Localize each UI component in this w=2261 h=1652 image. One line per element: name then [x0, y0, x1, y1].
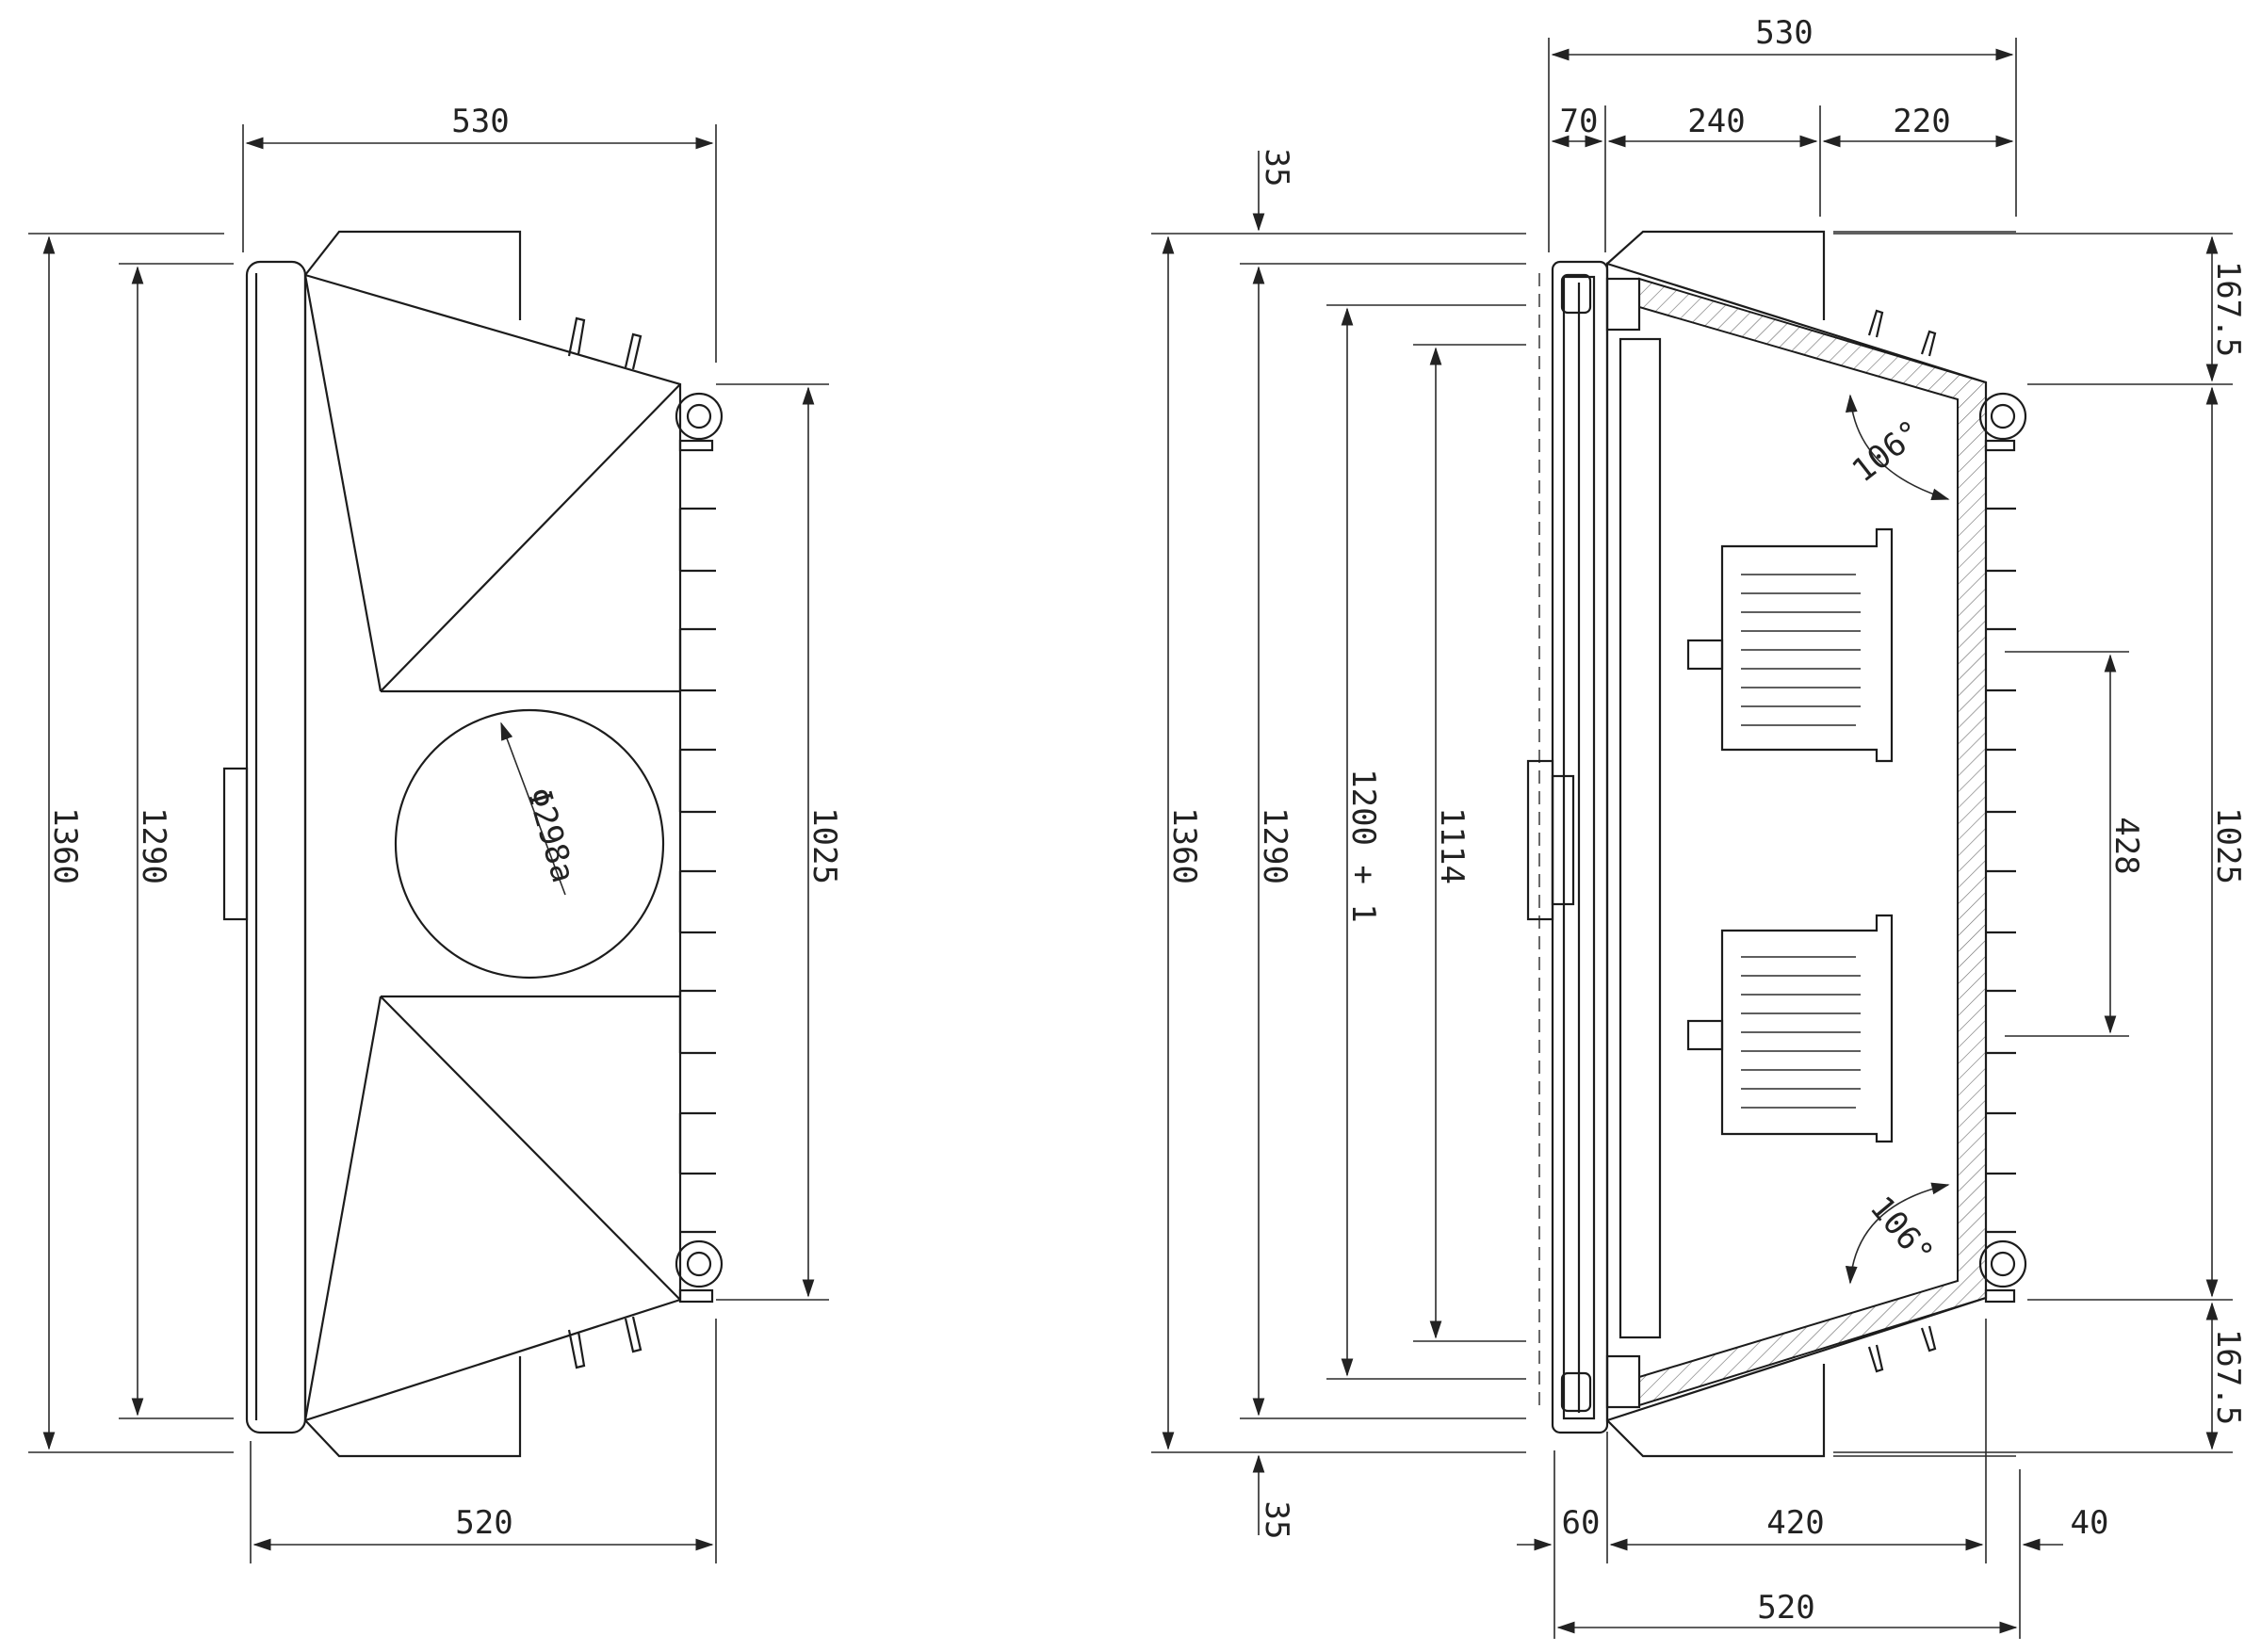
right-dim-bottom: 520: [1757, 1589, 1814, 1627]
right-dim-lower-margin: 167.5: [2209, 1329, 2247, 1425]
right-dim-offset-top: 35: [1258, 149, 1295, 187]
right-dim-bottom-b: 420: [1766, 1504, 1824, 1542]
right-dim-offset-bottom: 35: [1258, 1501, 1295, 1540]
right-dim-overall-height: 1360: [1165, 807, 1203, 884]
right-dim-mount-spacing: 1025: [2209, 807, 2247, 884]
left-dim-overall-height: 1360: [46, 807, 84, 884]
right-dim-rail-spacing: 428: [2107, 817, 2145, 874]
left-dim-frame-height: 1290: [135, 807, 172, 884]
left-dim-opening: Φ298a: [519, 784, 582, 886]
right-dim-top: 530: [1755, 14, 1813, 52]
right-dim-frame-height: 1290: [1256, 807, 1293, 884]
left-dim-top: 530: [451, 103, 509, 140]
left-view: 530 520 1360 1290 1025 Φ298a: [28, 103, 843, 1563]
vent-module-lower: [1686, 914, 1894, 1143]
left-dim-bottom: 520: [455, 1504, 512, 1542]
left-dim-mount-spacing: 1025: [805, 807, 843, 884]
left-fins: [678, 439, 716, 1304]
right-dim-inner-height: 1114: [1433, 807, 1471, 884]
right-angle-top: 106°: [1846, 413, 1929, 490]
right-fins: [1984, 439, 2016, 1304]
right-dim-top-c: 220: [1893, 103, 1950, 140]
right-dim-bottom-c: 40: [2071, 1504, 2109, 1542]
right-dim-bottom-a: 60: [1562, 1504, 1601, 1542]
right-angle-bottom: 106°: [1862, 1190, 1941, 1272]
right-dim-upper-margin: 167.5: [2209, 261, 2247, 357]
right-dim-top-a: 70: [1560, 103, 1599, 140]
right-dim-door-opening: 1200 + 1: [1344, 769, 1382, 923]
right-view: 530 70 240 220 35 35 1360 1290 1200 + 1 …: [1151, 14, 2247, 1639]
vent-module-upper: [1686, 527, 1894, 763]
right-dim-top-b: 240: [1687, 103, 1745, 140]
